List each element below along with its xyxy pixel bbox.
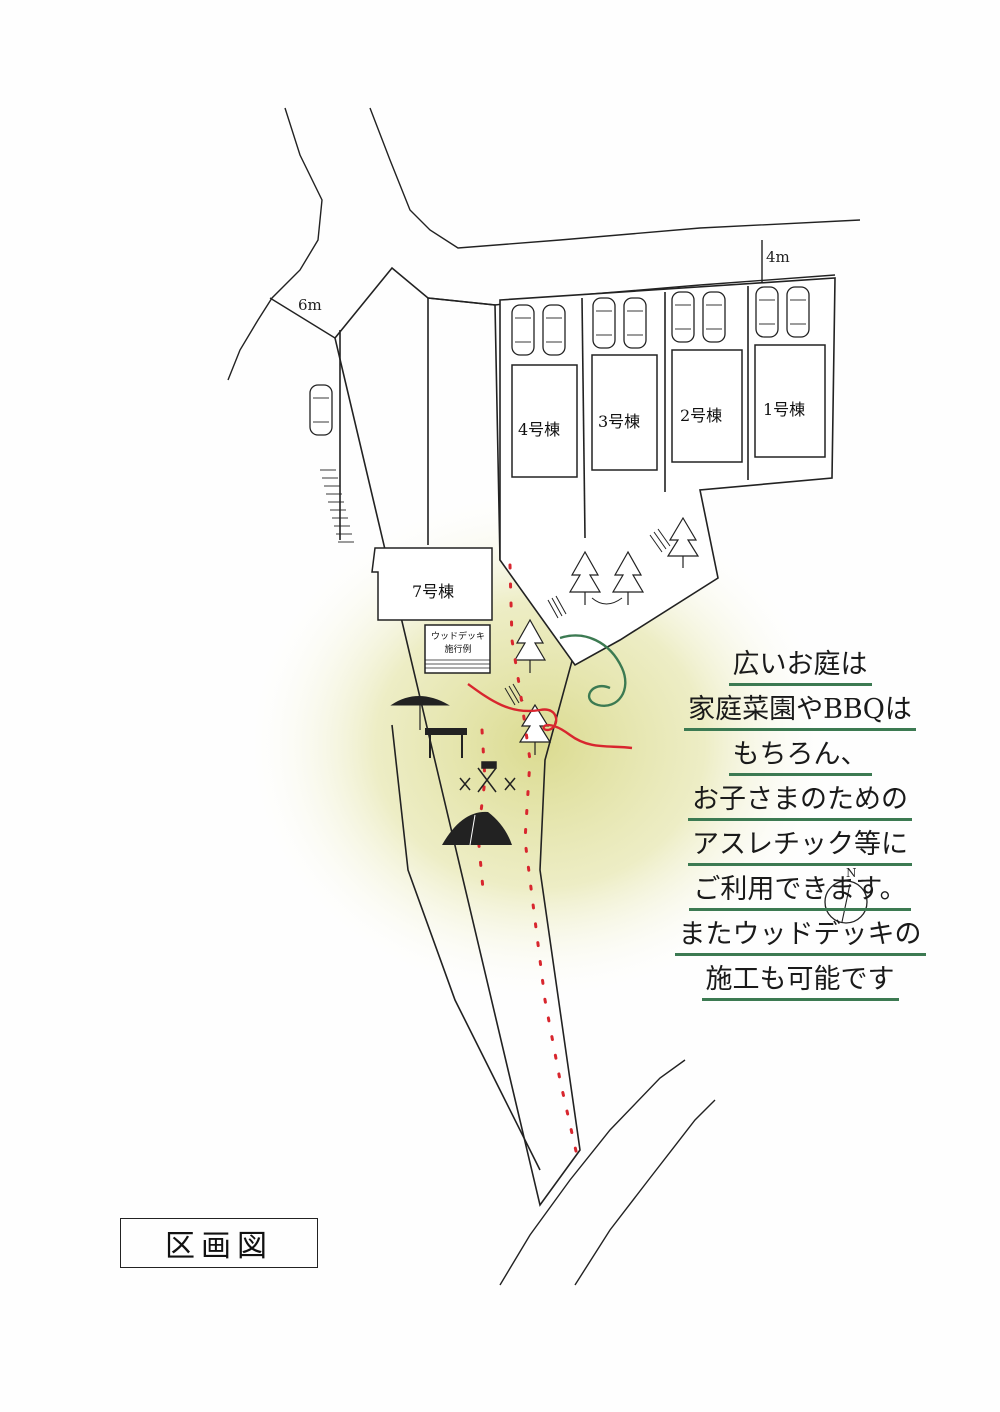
caption-line-8: 施工も可能です bbox=[701, 965, 899, 1001]
footprint-lot-4 bbox=[511, 364, 578, 478]
car-icon bbox=[309, 384, 333, 436]
tree-icon bbox=[666, 516, 700, 568]
caption-line-3: もちろん、 bbox=[728, 740, 872, 776]
building-label-lot-4: 4号棟 bbox=[518, 420, 561, 439]
car-icon bbox=[592, 297, 616, 349]
caption-line-2: 家庭菜園やBBQは bbox=[684, 695, 916, 731]
north-arrow bbox=[824, 880, 868, 924]
hammock-icon bbox=[591, 597, 623, 605]
caption-line-7: またウッドデッキの bbox=[674, 920, 926, 956]
north-road-width: 4m bbox=[766, 248, 790, 266]
wood-deck-label-line2: 施行例 bbox=[444, 645, 472, 655]
bbq-table-icon bbox=[425, 728, 467, 735]
car-icon bbox=[511, 304, 535, 356]
footprint-lot-3 bbox=[591, 354, 658, 471]
play-equipment bbox=[504, 528, 671, 706]
footprint-lot-1 bbox=[754, 344, 826, 458]
wood-deck-area bbox=[424, 624, 491, 674]
bbq-set bbox=[390, 696, 516, 846]
red-dotted-line bbox=[476, 728, 487, 902]
road-edge bbox=[499, 1059, 686, 1286]
red-zipline bbox=[467, 683, 633, 750]
north-label: N bbox=[846, 866, 857, 880]
trees bbox=[513, 516, 700, 755]
car-icon bbox=[671, 291, 695, 343]
stairs bbox=[320, 469, 354, 543]
parasol-icon bbox=[390, 696, 450, 706]
parking-cars bbox=[309, 286, 810, 436]
tent-icon bbox=[442, 811, 512, 845]
footprint-lot-7 bbox=[371, 547, 493, 621]
road-edge bbox=[369, 107, 861, 249]
tree-icon bbox=[513, 618, 547, 673]
tree-icon bbox=[568, 550, 602, 605]
chairs-icon bbox=[459, 761, 516, 793]
road-edge bbox=[227, 107, 323, 381]
road-width-tick bbox=[269, 297, 336, 339]
road-edge bbox=[574, 1099, 716, 1286]
plan-title-box: 区画図 bbox=[120, 1218, 318, 1268]
caption-line-1: 広いお庭は bbox=[728, 650, 872, 686]
fence-line bbox=[391, 724, 541, 1171]
caption-line-6: ご利用できます。 bbox=[689, 875, 911, 911]
wood-deck-label: ウッドデッキ 施行例 bbox=[427, 631, 489, 657]
green-path bbox=[559, 634, 627, 707]
west-road-width: 6m bbox=[298, 296, 322, 314]
building-label-lot-2: 2号棟 bbox=[680, 406, 723, 425]
car-windshields bbox=[313, 299, 806, 423]
promo-caption: 広いお庭は 家庭菜園やBBQは もちろん、 お子さまのための アスレチック等に … bbox=[650, 650, 950, 1010]
tree-icon bbox=[611, 550, 645, 605]
car-icon bbox=[755, 286, 779, 338]
caption-line-5: アスレチック等に bbox=[688, 830, 912, 866]
car-icon bbox=[542, 304, 566, 356]
building-label-lot-3: 3号棟 bbox=[598, 412, 641, 431]
building-label-lot-7: 7号棟 bbox=[412, 582, 455, 601]
wood-deck-label-line1: ウッドデッキ bbox=[430, 632, 485, 642]
building-label-lot-1: 1号棟 bbox=[763, 400, 806, 419]
car-icon bbox=[786, 286, 810, 338]
footprint-lot-2 bbox=[671, 349, 743, 463]
caption-line-4: お子さまのための bbox=[688, 785, 912, 821]
building-footprints bbox=[371, 344, 826, 674]
wood-deck-stripes bbox=[425, 659, 490, 669]
plan-title: 区画図 bbox=[165, 1229, 273, 1264]
car-icon bbox=[623, 297, 647, 349]
car-icon bbox=[702, 291, 726, 343]
lot-divider bbox=[581, 297, 586, 539]
